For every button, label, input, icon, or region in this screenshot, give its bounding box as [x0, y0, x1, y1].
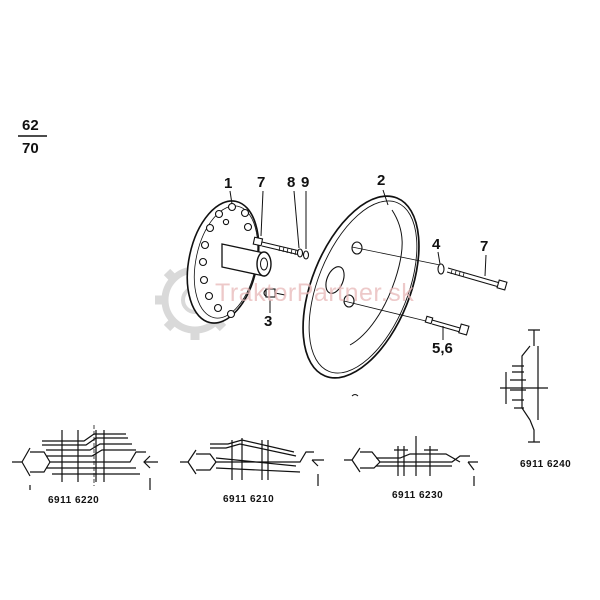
sheet-denominator: 70 — [22, 140, 39, 157]
callout-7-left: 7 — [257, 174, 266, 191]
callout-2: 2 — [377, 172, 386, 189]
callout-5-6: 5,6 — [432, 340, 453, 357]
callout-9: 9 — [301, 174, 310, 191]
variant-6220-track-diagram — [12, 430, 158, 490]
part-4-washer — [437, 263, 445, 275]
callout-3: 3 — [264, 313, 273, 330]
variant-6210-track-diagram — [180, 438, 324, 486]
watermark-text: TraktorPartner.sk — [215, 279, 415, 307]
leader-8 — [293, 190, 300, 249]
callout-8: 8 — [287, 174, 296, 191]
part-2-wheel-disc — [302, 195, 441, 379]
variant-6230-track-diagram — [344, 436, 478, 486]
leader-7-left — [260, 190, 264, 237]
part-7-bolt-left — [252, 236, 301, 256]
leader-2 — [382, 189, 389, 206]
variant-code-6210: 6911 6210 — [223, 494, 275, 505]
leader-7-right — [484, 254, 487, 277]
sheet-numerator: 62 — [22, 117, 39, 134]
leader-1 — [229, 190, 233, 205]
part-5-6-bolt — [424, 315, 470, 336]
stray-marks — [351, 394, 359, 397]
leader-4 — [437, 251, 441, 265]
variant-code-6230: 6911 6230 — [392, 490, 444, 501]
callout-1: 1 — [224, 175, 233, 192]
part-3-bolt — [263, 288, 286, 298]
callout-4: 4 — [432, 236, 441, 253]
part-1-hub-flange — [186, 200, 272, 324]
part-8-9-washer-nut — [296, 248, 310, 260]
variant-code-6240: 6911 6240 — [520, 459, 572, 470]
variant-6240-track-diagram — [500, 329, 548, 443]
variant-code-6220: 6911 6220 — [48, 495, 100, 506]
part-7-bolt-right — [446, 267, 508, 291]
callout-7-right: 7 — [480, 238, 489, 255]
